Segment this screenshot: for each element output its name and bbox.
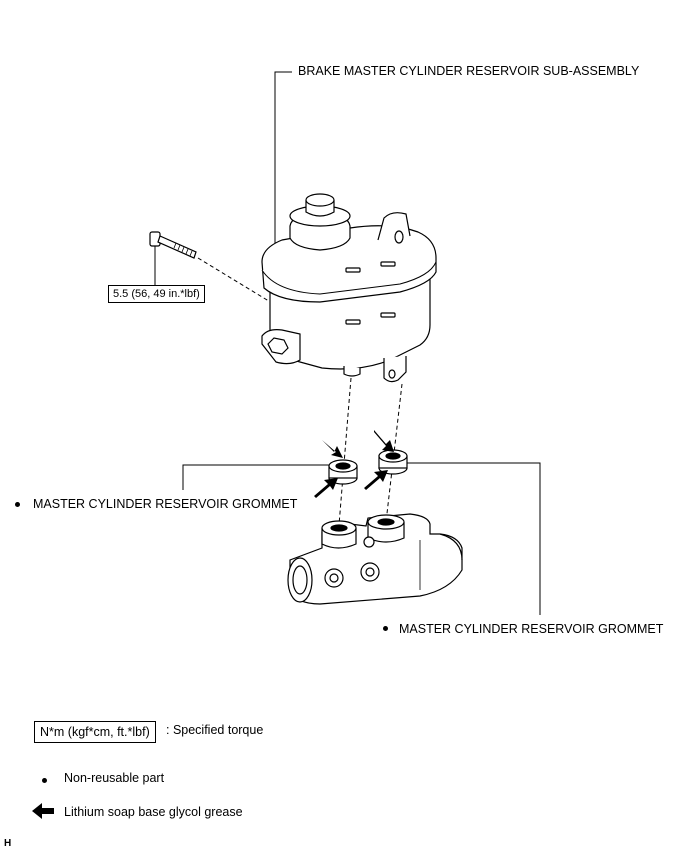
grommet-left-leader-line [182, 464, 335, 490]
grease-arrow-icon [364, 470, 388, 490]
nonreusable-dot-icon [15, 502, 20, 507]
grommet-left-label: MASTER CYLINDER RESERVOIR GROMMET [33, 497, 298, 511]
legend-grease-desc: Lithium soap base glycol grease [64, 805, 243, 819]
legend-nonreusable-icon [42, 778, 47, 783]
reservoir-leader-line [274, 71, 292, 250]
bolt-dashed-line [197, 257, 273, 304]
nonreusable-dot-icon [383, 626, 388, 631]
grommet-right-label: MASTER CYLINDER RESERVOIR GROMMET [399, 622, 664, 636]
reservoir [261, 193, 437, 383]
master-cylinder [287, 513, 463, 605]
grommet-right [378, 449, 408, 475]
bolt-torque-box: 5.5 (56, 49 in.*lbf) [108, 285, 205, 303]
grease-arrows [32, 430, 394, 819]
legend-torque-desc: : Specified torque [166, 723, 264, 737]
grease-arrow-icon [314, 478, 338, 498]
alignment-line-right [385, 383, 403, 523]
legend-torque-box: N*m (kgf*cm, ft.*lbf) [34, 721, 156, 743]
corner-mark: H [4, 838, 12, 849]
legend-nonreusable-desc: Non-reusable part [64, 771, 165, 785]
left-arrow-icon [32, 803, 54, 819]
grommet-right-leader-line [405, 462, 541, 615]
grease-arrow-icon [320, 438, 343, 458]
grease-arrow-icon [374, 430, 394, 452]
alignment-line-left [338, 377, 352, 526]
reservoir-label: BRAKE MASTER CYLINDER RESERVOIR SUB-ASSE… [298, 64, 640, 78]
bolt [149, 231, 197, 259]
